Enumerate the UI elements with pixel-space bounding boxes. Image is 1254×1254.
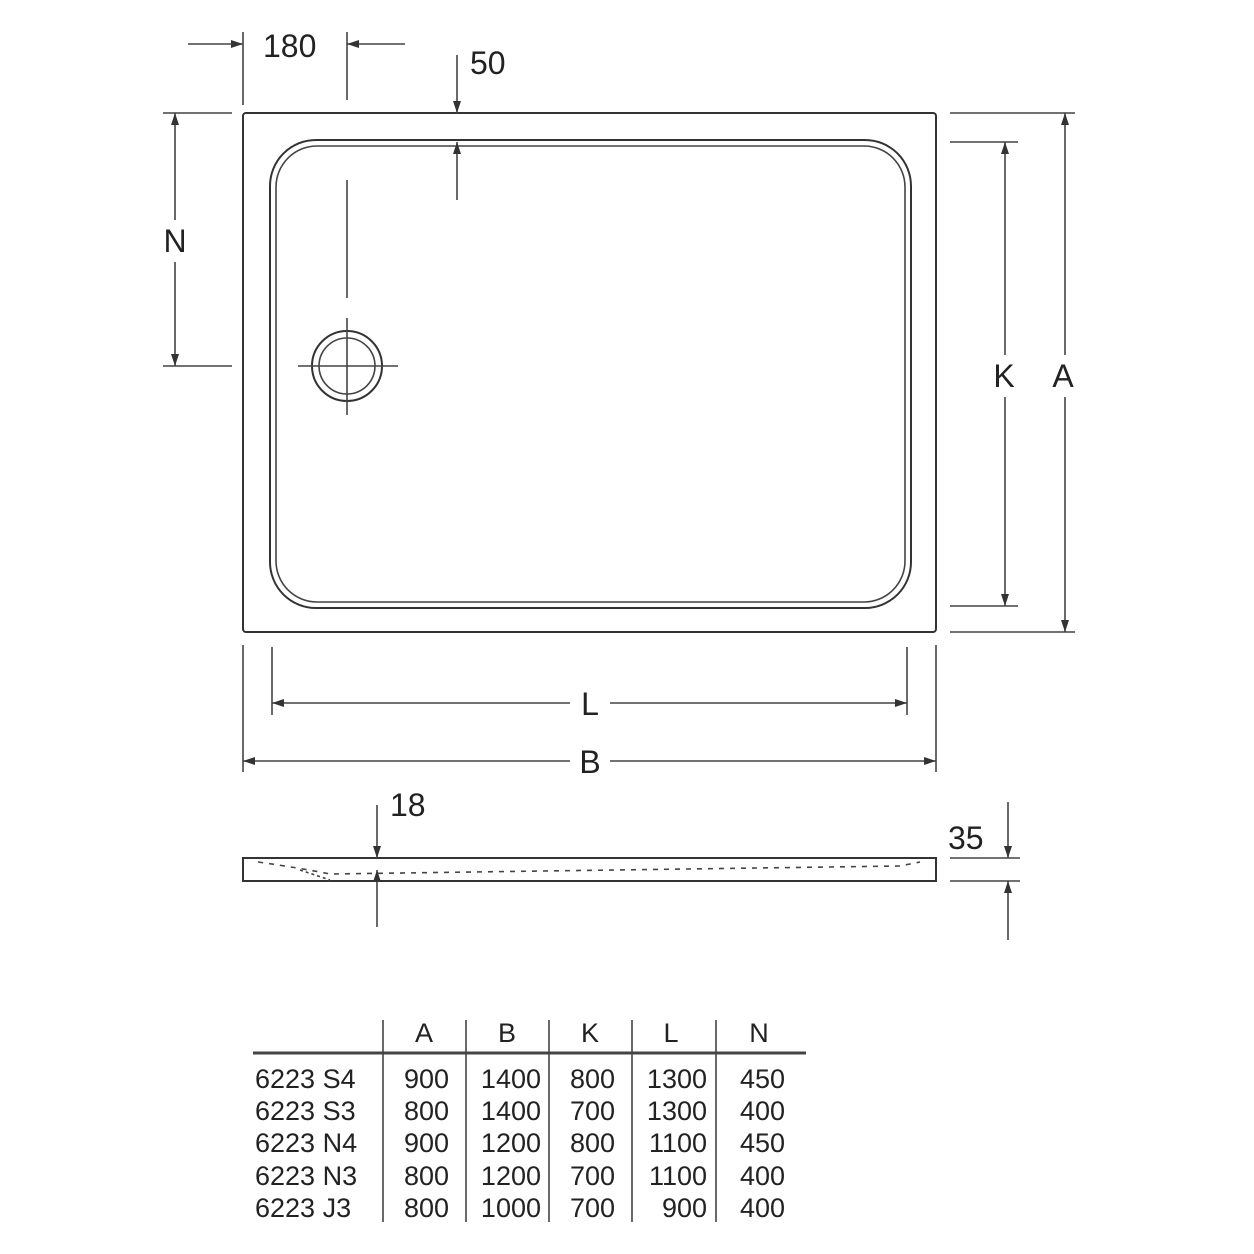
table-row: 6223 N3 800 1200 700 1100 400 — [255, 1161, 785, 1191]
tray-basin-outer — [269, 139, 912, 609]
dimension-50: 50 — [453, 45, 506, 200]
dimension-A: A — [950, 112, 1075, 633]
table-row: 6223 N4 900 1200 800 1100 450 — [255, 1128, 785, 1158]
cell-N: 400 — [740, 1193, 785, 1223]
cell-B: 1000 — [481, 1193, 541, 1223]
cell-K: 700 — [570, 1193, 615, 1223]
dim-label-L: L — [581, 686, 599, 722]
model-cell: 6223 S4 — [255, 1064, 356, 1094]
dimension-K: K — [950, 141, 1018, 607]
cell-L: 1100 — [649, 1128, 707, 1158]
dimensions-table: A B K L N 6223 S4 900 1400 800 1300 450 … — [253, 1018, 806, 1223]
dimension-180: 180 — [188, 28, 405, 105]
dim-label-A: A — [1052, 358, 1074, 394]
cell-N: 450 — [740, 1064, 785, 1094]
cell-B: 1400 — [481, 1064, 541, 1094]
cell-L: 1300 — [647, 1096, 707, 1126]
cell-K: 800 — [570, 1064, 615, 1094]
dimension-L: L — [271, 647, 908, 722]
cell-L: 1100 — [649, 1161, 707, 1191]
header-B: B — [498, 1018, 516, 1048]
header-A: A — [415, 1018, 433, 1048]
table-row: 6223 S4 900 1400 800 1300 450 — [255, 1064, 785, 1094]
tray-basin-inner — [275, 145, 906, 603]
dim-label-35: 35 — [948, 820, 984, 856]
table-row: 6223 J3 800 1000 700 900 400 — [255, 1193, 785, 1223]
dim-label-18: 18 — [390, 787, 426, 823]
tray-top-view — [242, 112, 937, 633]
cell-N: 450 — [740, 1128, 785, 1158]
dim-label-B: B — [579, 744, 600, 780]
tray-side-view — [242, 857, 937, 882]
header-L: L — [663, 1018, 678, 1048]
cell-B: 1400 — [481, 1096, 541, 1126]
dimension-18: 18 — [373, 787, 426, 927]
dimension-N: N — [163, 112, 232, 367]
cell-A: 800 — [404, 1193, 449, 1223]
cell-A: 800 — [404, 1161, 449, 1191]
cell-N: 400 — [740, 1161, 785, 1191]
cell-K: 700 — [570, 1096, 615, 1126]
cell-N: 400 — [740, 1096, 785, 1126]
cell-A: 800 — [404, 1096, 449, 1126]
cell-L: 900 — [662, 1193, 707, 1223]
dim-label-K: K — [993, 358, 1014, 394]
model-cell: 6223 S3 — [255, 1096, 356, 1126]
table-row: 6223 S3 800 1400 700 1300 400 — [255, 1096, 785, 1126]
dimension-B: B — [242, 645, 937, 780]
cell-B: 1200 — [481, 1161, 541, 1191]
model-cell: 6223 N4 — [255, 1128, 357, 1158]
header-N: N — [749, 1018, 769, 1048]
model-cell: 6223 J3 — [255, 1193, 351, 1223]
dim-label-180: 180 — [263, 28, 316, 64]
dimension-35: 35 — [948, 802, 1020, 940]
table-header: A B K L N — [415, 1018, 769, 1048]
tray-outline — [242, 112, 937, 633]
cell-L: 1300 — [647, 1064, 707, 1094]
cell-A: 900 — [404, 1128, 449, 1158]
cell-K: 800 — [570, 1128, 615, 1158]
model-cell: 6223 N3 — [255, 1161, 357, 1191]
cell-K: 700 — [570, 1161, 615, 1191]
dim-label-N: N — [163, 223, 186, 259]
cell-A: 900 — [404, 1064, 449, 1094]
header-K: K — [581, 1018, 599, 1048]
dim-label-50: 50 — [470, 45, 506, 81]
drain — [298, 180, 398, 415]
cell-B: 1200 — [481, 1128, 541, 1158]
